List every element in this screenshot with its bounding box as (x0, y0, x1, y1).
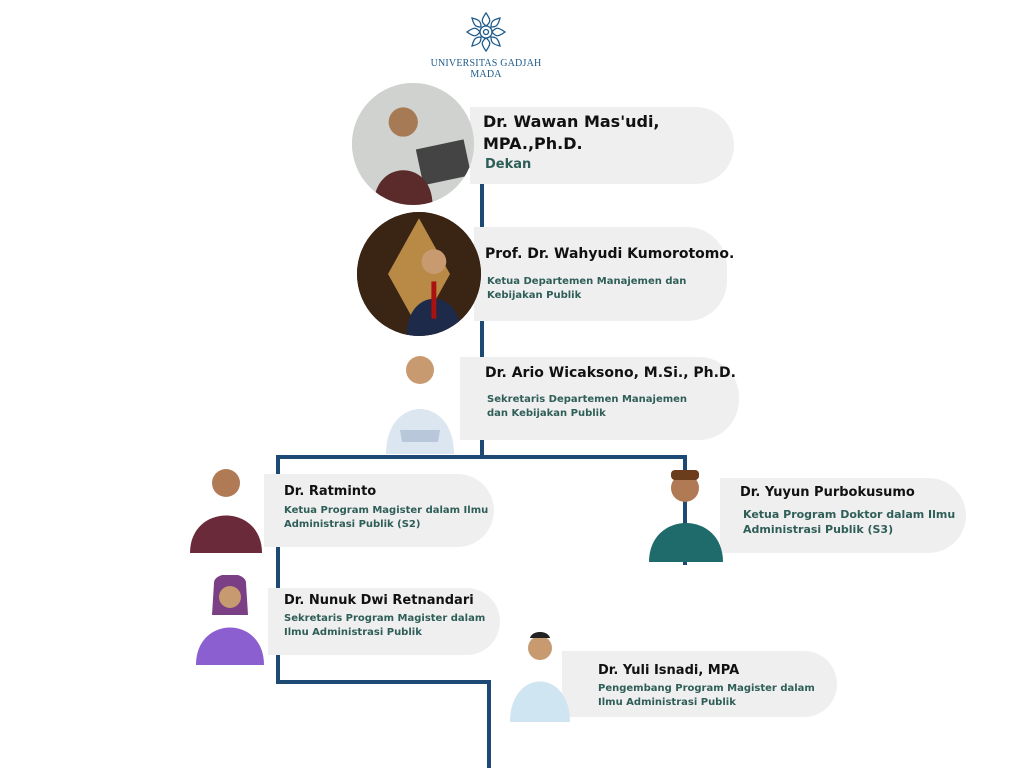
person-name: Dr. Nunuk Dwi Retnandari (284, 593, 474, 608)
connector-horizontal-branch (276, 455, 687, 459)
person-name: Dr. Yuli Isnadi, MPA (598, 663, 740, 678)
person-card-s2-secretary (268, 588, 500, 655)
person-name: Dr. Wawan Mas'udi, MPA.,Ph.D. (483, 112, 660, 153)
person-photo (508, 630, 572, 722)
person-card-s2-head (264, 474, 494, 547)
university-logo: UNIVERSITAS GADJAH MADA (418, 10, 554, 80)
person-card-dean (470, 107, 734, 184)
person-photo (380, 350, 460, 454)
connector-right-drop (683, 455, 687, 565)
university-name: UNIVERSITAS GADJAH MADA (430, 58, 542, 80)
person-role: Ketua Program Doktor dalam Ilmu Administ… (743, 508, 956, 536)
person-photo (357, 212, 481, 336)
connector-bottom-horizontal (276, 680, 491, 684)
person-role: Sekretaris Departemen Manajemen dan Kebi… (487, 394, 688, 419)
person-card-s2-developer (562, 651, 837, 717)
person-role: Ketua Departemen Manajemen dan Kebijakan… (487, 276, 687, 301)
person-photo (352, 83, 474, 205)
person-name: Dr. Ratminto (284, 484, 377, 499)
person-role: Pengembang Program Magister dalam Ilmu A… (598, 683, 815, 708)
connector-left-vertical (276, 455, 280, 684)
person-photo (647, 466, 727, 562)
person-name: Prof. Dr. Wahyudi Kumorotomo. (485, 246, 735, 262)
person-card-department-secretary (460, 357, 739, 440)
ugm-seal-icon (465, 11, 507, 53)
person-role: Ketua Program Magister dalam Ilmu Admini… (284, 505, 489, 530)
person-card-department-head (474, 227, 727, 321)
person-photo (190, 575, 270, 665)
person-name: Dr. Yuyun Purbokusumo (740, 485, 915, 500)
person-role: Sekretaris Program Magister dalam Ilmu A… (284, 613, 486, 638)
person-card-s3-head (720, 478, 966, 553)
person-photo (186, 463, 266, 553)
person-role: Dekan (485, 157, 532, 172)
connector-bottom-vertical (487, 680, 491, 768)
person-name: Dr. Ario Wicaksono, M.Si., Ph.D. (485, 365, 736, 381)
